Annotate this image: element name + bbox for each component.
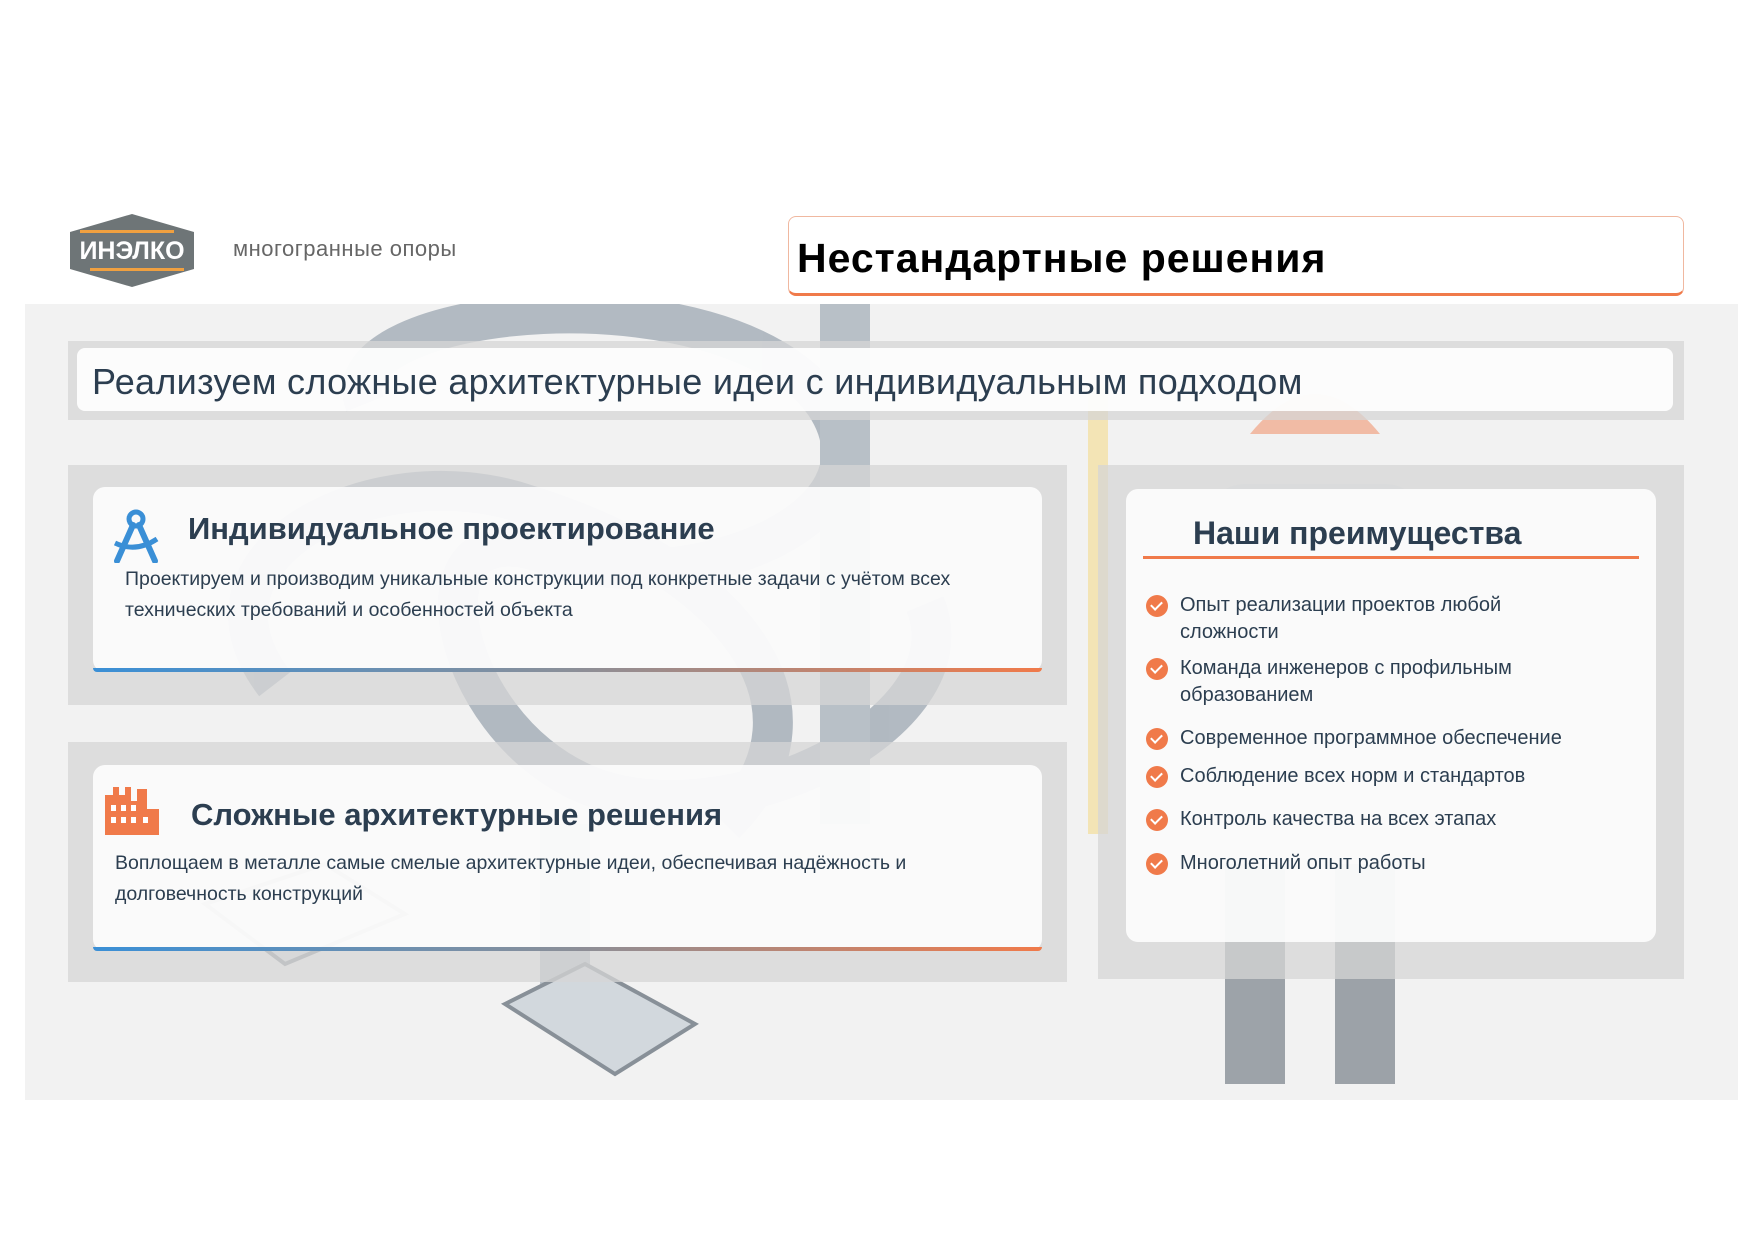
advantage-label: Соблюдение всех норм и стандартов <box>1180 765 1526 787</box>
advantage-label: Опыт реализации проектов любой сложности <box>1180 594 1502 643</box>
card-title: Сложные архитектурные решения <box>191 797 723 832</box>
advantage-item: Современное программное обеспечение <box>1146 725 1626 752</box>
check-circle-icon <box>1146 766 1168 788</box>
card-text: Воплощаем в металле самые смелые архитек… <box>115 852 907 905</box>
advantage-item: Контроль качества на всех этапах <box>1146 806 1626 833</box>
svg-text:ИНЭЛКО: ИНЭЛКО <box>79 237 184 265</box>
card-text: Проектируем и производим уникальные конс… <box>125 568 951 621</box>
title-box: Нестандартные решения <box>788 216 1684 296</box>
card-architectural-solutions: Сложные архитектурные решения Воплощаем … <box>93 765 1042 951</box>
card-gradient-bar <box>93 668 1042 672</box>
tagline: многогранные опоры <box>233 236 457 261</box>
advantage-label: Команда инженеров с профильным образован… <box>1180 657 1512 706</box>
subtitle: Реализуем сложные архитектурные идеи с и… <box>92 361 1303 402</box>
page-title: Нестандартные решения <box>797 235 1327 281</box>
card-title: Индивидуальное проектирование <box>188 511 715 546</box>
drafting-compass-icon <box>113 509 159 563</box>
advantage-item: Команда инженеров с профильным образован… <box>1146 655 1566 709</box>
company-logo: ИНЭЛКО <box>70 214 194 287</box>
advantage-label: Контроль качества на всех этапах <box>1180 808 1497 830</box>
check-circle-icon <box>1146 809 1168 831</box>
advantage-label: Современное программное обеспечение <box>1180 727 1562 749</box>
check-circle-icon <box>1146 728 1168 750</box>
check-circle-icon <box>1146 658 1168 680</box>
advantage-item: Многолетний опыт работы <box>1146 850 1626 877</box>
card-gradient-bar <box>93 947 1042 951</box>
card-individual-design: Индивидуальное проектирование Проектируе… <box>93 487 1042 672</box>
check-circle-icon <box>1146 853 1168 875</box>
advantage-item: Соблюдение всех норм и стандартов <box>1146 763 1626 790</box>
industry-building-icon <box>105 787 159 835</box>
advantages-divider <box>1143 556 1639 559</box>
advantage-item: Опыт реализации проектов любой сложности <box>1146 592 1546 646</box>
check-circle-icon <box>1146 595 1168 617</box>
advantage-label: Многолетний опыт работы <box>1180 852 1426 874</box>
advantages-title: Наши преимущества <box>1193 515 1522 551</box>
advantages-card: Наши преимущества Опыт реализации проект… <box>1126 489 1656 942</box>
subtitle-box: Реализуем сложные архитектурные идеи с и… <box>77 348 1673 411</box>
